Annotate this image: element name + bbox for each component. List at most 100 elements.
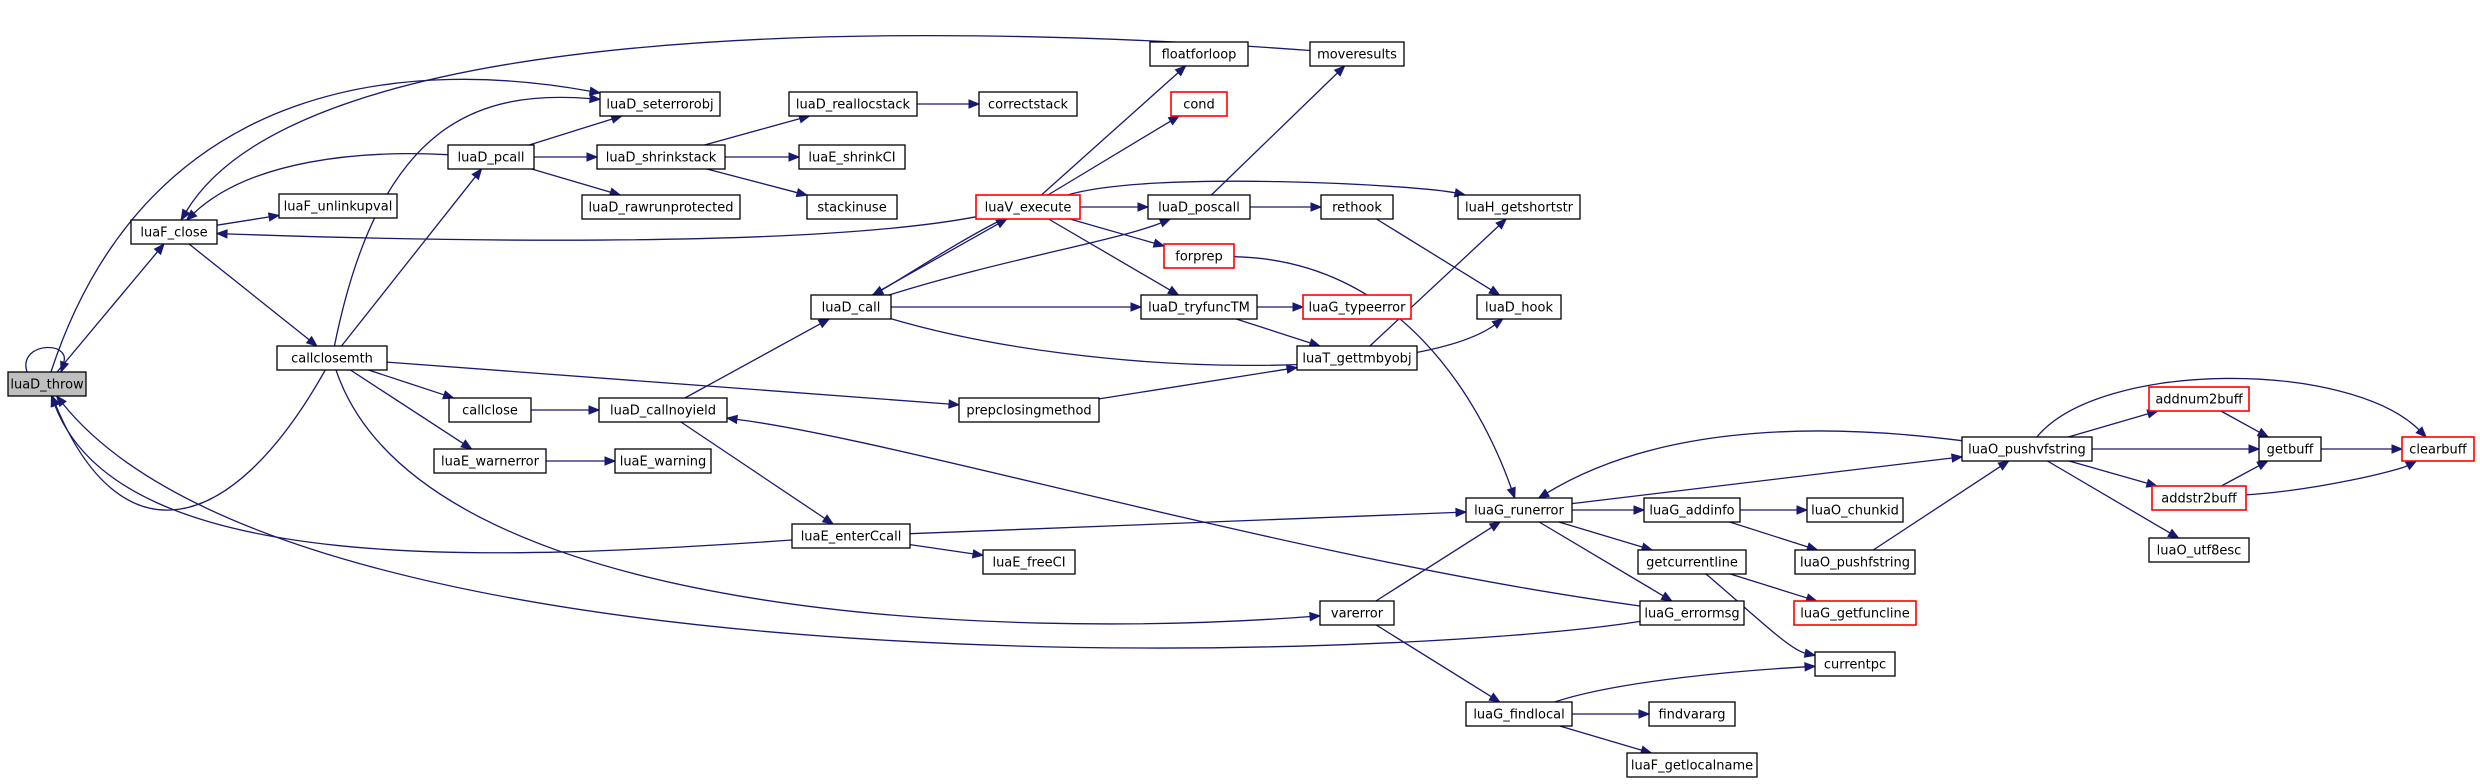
edge-arrowhead <box>1796 505 1809 515</box>
node-callclosemth[interactable]: callclosemth <box>276 345 388 371</box>
node-luaG_addinfo[interactable]: luaG_addinfo <box>1643 497 1741 523</box>
node-luaD_seterrorobj[interactable]: luaD_seterrorobj <box>599 91 721 117</box>
edge-arrowhead <box>1174 65 1187 77</box>
node-addstr2buff[interactable]: addstr2buff <box>2151 485 2247 511</box>
node-label: callclose <box>462 404 518 419</box>
node-luaD_call[interactable]: luaD_call <box>810 294 892 320</box>
edge-luaG_addinfo-to-luaO_chunkid <box>1740 505 1809 515</box>
node-luaD_shrinkstack[interactable]: luaD_shrinkstack <box>596 144 726 170</box>
node-label: luaH_getshortstr <box>1465 201 1574 216</box>
node-luaH_getshortstr[interactable]: luaH_getshortstr <box>1457 194 1581 220</box>
edge-luaD_reallocstack-to-correctstack <box>917 99 981 109</box>
node-luaG_typeerror[interactable]: luaG_typeerror <box>1302 294 1412 320</box>
node-stackinuse[interactable]: stackinuse <box>806 194 898 220</box>
node-luaD_callnoyield[interactable]: luaD_callnoyield <box>598 397 728 423</box>
node-luaG_getfuncline[interactable]: luaG_getfuncline <box>1793 600 1917 626</box>
node-luaD_tryfuncTM[interactable]: luaD_tryfuncTM <box>1140 294 1258 320</box>
node-luaF_getlocalname[interactable]: luaF_getlocalname <box>1626 752 1758 778</box>
node-luaD_pcall[interactable]: luaD_pcall <box>447 144 535 170</box>
node-rethook[interactable]: rethook <box>1320 194 1394 220</box>
node-luaE_shrinkCI[interactable]: luaE_shrinkCI <box>798 144 906 170</box>
node-addnum2buff[interactable]: addnum2buff <box>2148 386 2250 412</box>
edge-rethook-to-luaD_hook <box>1376 218 1501 296</box>
node-label: luaE_enterCcall <box>801 530 902 545</box>
edge-addstr2buff-to-getbuff <box>2220 460 2269 487</box>
node-getcurrentline[interactable]: getcurrentline <box>1637 549 1747 575</box>
edge-arrowhead <box>305 335 319 347</box>
edge-line <box>50 78 592 373</box>
node-cond[interactable]: cond <box>1170 91 1228 117</box>
node-box <box>130 219 218 245</box>
edge-line <box>888 221 1163 296</box>
node-box <box>1320 194 1394 220</box>
edge-arrowhead <box>442 390 455 400</box>
node-label: getbuff <box>2267 443 2315 458</box>
edge-arrowhead <box>2167 528 2180 539</box>
edge-luaE_warnerror-to-luaE_warning <box>546 456 617 466</box>
edge-line <box>185 34 1311 213</box>
node-callclose[interactable]: callclose <box>448 397 532 423</box>
edge-line <box>909 543 975 555</box>
node-luaE_warning[interactable]: luaE_warning <box>614 448 712 474</box>
edge-arrowhead <box>1333 65 1346 77</box>
node-luaG_runerror[interactable]: luaG_runerror <box>1465 497 1573 523</box>
node-currentpc[interactable]: currentpc <box>1814 651 1896 677</box>
edge-line <box>1559 725 1643 752</box>
edge-arrowhead <box>821 514 835 525</box>
node-luaF_close[interactable]: luaF_close <box>130 219 218 245</box>
node-luaO_pushvfstring[interactable]: luaO_pushvfstring <box>1961 436 2093 462</box>
node-box <box>1147 194 1251 220</box>
edge-arrowhead <box>1488 285 1501 296</box>
edge-line <box>1558 521 1644 549</box>
edge-arrowhead <box>604 456 617 466</box>
node-forprep[interactable]: forprep <box>1163 243 1235 269</box>
node-luaG_findlocal[interactable]: luaG_findlocal <box>1465 701 1573 727</box>
node-luaE_enterCcall[interactable]: luaE_enterCcall <box>791 523 911 549</box>
node-prepclosingmethod[interactable]: prepclosingmethod <box>958 397 1100 423</box>
node-label: luaD_seterrorobj <box>606 98 713 113</box>
node-clearbuff[interactable]: clearbuff <box>2401 436 2475 462</box>
node-box <box>1639 600 1745 626</box>
edge-luaV_execute-to-luaD_poscall <box>1080 202 1150 212</box>
edge-arrowhead <box>2256 460 2269 471</box>
node-luaD_reallocstack[interactable]: luaD_reallocstack <box>788 91 918 117</box>
edge-luaE_enterCcall-to-luaD_throw <box>50 394 793 554</box>
node-luaE_freeCI[interactable]: luaE_freeCI <box>982 549 1076 575</box>
node-moveresults[interactable]: moveresults <box>1309 41 1405 67</box>
node-luaD_throw[interactable]: luaD_throw <box>7 371 87 397</box>
node-label: moveresults <box>1317 48 1397 63</box>
node-getbuff[interactable]: getbuff <box>2258 436 2322 462</box>
node-box <box>1793 600 1917 626</box>
edge-luaD_poscall-to-rethook <box>1250 202 1323 212</box>
node-luaD_poscall[interactable]: luaD_poscall <box>1147 194 1251 220</box>
node-box <box>1637 549 1747 575</box>
node-varerror[interactable]: varerror <box>1319 600 1395 626</box>
node-luaO_utf8esc[interactable]: luaO_utf8esc <box>2148 537 2250 563</box>
edge-arrowhead <box>1660 591 1674 602</box>
node-box <box>810 294 892 320</box>
node-luaO_pushfstring[interactable]: luaO_pushfstring <box>1794 549 1916 575</box>
edge-line <box>890 318 1496 367</box>
edge-arrowhead <box>2248 444 2261 454</box>
node-box <box>596 144 726 170</box>
edge-luaD_call-to-luaD_poscall <box>888 218 1172 296</box>
node-findvararg[interactable]: findvararg <box>1648 701 1736 727</box>
edge-luaG_findlocal-to-luaF_getlocalname <box>1559 725 1653 755</box>
node-luaD_hook[interactable]: luaD_hook <box>1476 294 1562 320</box>
edge-luaV_execute-to-luaD_call <box>871 218 1004 296</box>
node-luaO_chunkid[interactable]: luaO_chunkid <box>1806 497 1904 523</box>
node-label: luaG_findlocal <box>1473 708 1564 723</box>
node-box <box>1794 549 1916 575</box>
node-luaE_warnerror[interactable]: luaE_warnerror <box>433 448 547 474</box>
edge-varerror-to-luaG_runerror <box>1375 521 1502 602</box>
node-luaV_execute[interactable]: luaV_execute <box>975 194 1081 220</box>
node-luaF_unlinkupval[interactable]: luaF_unlinkupval <box>278 193 398 219</box>
node-correctstack[interactable]: correctstack <box>978 91 1078 117</box>
node-floatforloop[interactable]: floatforloop <box>1149 41 1249 67</box>
edge-arrowhead <box>1638 709 1651 719</box>
node-box <box>276 345 388 371</box>
node-luaT_gettmbyobj[interactable]: luaT_gettmbyobj <box>1296 345 1418 371</box>
node-luaG_errormsg[interactable]: luaG_errormsg <box>1639 600 1745 626</box>
edge-arrowhead <box>1292 302 1305 312</box>
node-luaD_rawrunprotected[interactable]: luaD_rawrunprotected <box>581 194 741 220</box>
